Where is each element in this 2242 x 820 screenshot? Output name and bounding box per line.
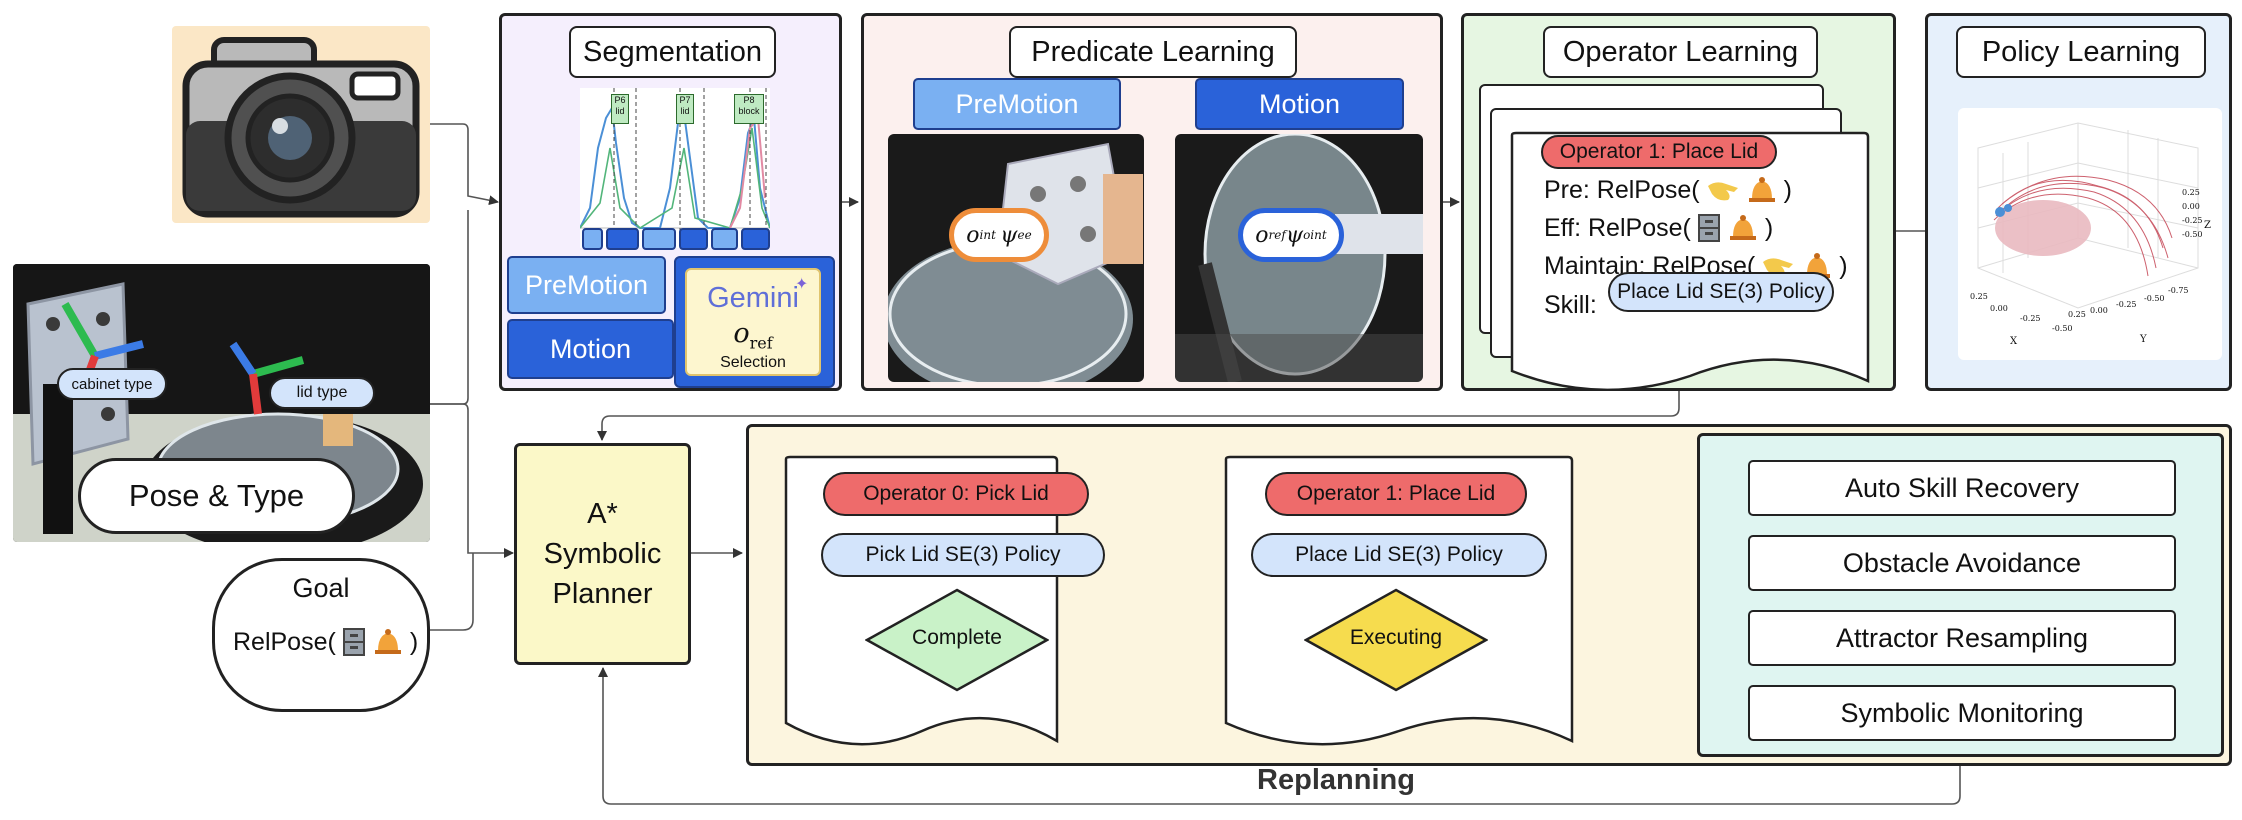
policy-axis-x: X [2010, 336, 2018, 347]
hand-icon [1763, 258, 1794, 277]
pose-type-box: Pose & Type [78, 458, 355, 534]
oref-sub: ref [749, 333, 773, 353]
sparkle-icon: ✦ [795, 276, 809, 293]
camera-icon [182, 37, 420, 218]
policy-axis-z: Z [2204, 220, 2211, 231]
segmentation-title: Segmentation [569, 26, 776, 78]
eff-text: Eff: RelPose( [1544, 213, 1691, 242]
obstacle-avoidance: Obstacle Avoidance [1748, 535, 2176, 591]
policy-panel: Policy Learning Z X Y 0.25 0.00 -0.25 -0… [1925, 13, 2232, 391]
pred-motion-label: Motion [1195, 78, 1404, 130]
segment-block [710, 228, 738, 250]
tick-x-2: -0.25 [2020, 314, 2041, 323]
tick-z-3: -0.50 [2182, 230, 2203, 239]
tick-y-3: -0.50 [2144, 294, 2165, 303]
policy-axis-y: Y [2140, 334, 2147, 345]
operator-title: Operator Learning [1543, 26, 1818, 78]
operator-name-pill: Operator 1: Place Lid [1541, 135, 1777, 169]
replanning-label: Replanning [1257, 764, 1415, 796]
policy-z-ticks: 0.25 0.00 -0.25 -0.50 [2182, 186, 2203, 242]
camera-image [172, 26, 430, 223]
tick-z-2: -0.25 [2182, 216, 2203, 225]
goal-box: Goal RelPose( ) [212, 558, 430, 712]
segmentation-panel: Segmentation P6 lid P7 lid P8 block PreM… [499, 13, 842, 391]
op0-status-label: Complete [912, 626, 1002, 649]
tick-y-1: 0.00 [2090, 306, 2108, 315]
lid-type-label: lid type [269, 377, 375, 409]
planner-line2: Symbolic [543, 538, 662, 570]
goal-relpose-text: RelPose( [233, 627, 336, 656]
maintain-close: ) [1839, 251, 1848, 280]
planner-line3: Planner [552, 578, 653, 610]
gemini-inner: Gemini ✦ oref Selection [685, 268, 821, 376]
gemini-box: Gemini ✦ oref Selection [674, 256, 835, 388]
bell-icon [1748, 177, 1775, 202]
segment-block [678, 228, 708, 250]
symbolic-monitoring: Symbolic Monitoring [1748, 685, 2176, 741]
operator-doc [1510, 131, 1870, 391]
bell-icon [374, 629, 401, 654]
cabinet-icon [1697, 214, 1720, 242]
symbolic-planner-box: A* Symbolic Planner [514, 443, 691, 665]
tick-x-0: 0.25 [1970, 292, 1988, 301]
execution-panel: Operator 0: Pick Lid Pick Lid SE(3) Poli… [746, 424, 2232, 766]
bell-icon [1729, 215, 1756, 240]
pre-close: ) [1783, 175, 1792, 204]
segment-block [740, 228, 770, 250]
tick-x-1: 0.00 [1990, 304, 2008, 313]
skill-text: Skill: [1544, 290, 1597, 319]
trajectory-plot [1958, 108, 2222, 360]
seg-tag-p7: P7 lid [676, 94, 694, 124]
tick-z-0: 0.25 [2182, 188, 2200, 197]
op0-name-pill: Operator 0: Pick Lid [823, 472, 1089, 516]
cabinet-icon [342, 628, 365, 656]
predicate-title: Predicate Learning [1009, 26, 1297, 78]
operator-skill-row: Skill: [1544, 286, 1597, 324]
oref-label: oref [687, 318, 819, 352]
gemini-logo: Gemini [707, 282, 799, 314]
operator-pre-row: Pre: RelPose( ) [1544, 171, 1792, 209]
hand-icon [1707, 182, 1738, 201]
tick-y-2: -0.25 [2116, 300, 2137, 309]
attractor-resampling: Attractor Resampling [1748, 610, 2176, 666]
pre-text: Pre: RelPose( [1544, 175, 1700, 204]
operator-panel: Operator Learning Operator 1: Place Lid … [1461, 13, 1896, 391]
segment-block [582, 228, 603, 250]
goal-close: ) [409, 627, 419, 656]
operator-eff-row: Eff: RelPose( ) [1544, 209, 1773, 247]
op0-policy-pill: Pick Lid SE(3) Policy [821, 533, 1105, 577]
op1-policy-pill: Place Lid SE(3) Policy [1251, 533, 1547, 577]
planner-line1: A* [587, 498, 618, 530]
cabinet-type-label: cabinet type [57, 368, 167, 400]
goal-title: Goal [292, 573, 350, 603]
selection-label: Selection [720, 354, 786, 371]
tick-x-3: -0.50 [2052, 324, 2073, 333]
eff-close: ) [1764, 213, 1774, 242]
seg-motion-label: Motion [507, 319, 674, 379]
skill-policy-pill: Place Lid SE(3) Policy [1608, 272, 1834, 312]
pred-premotion-label: PreMotion [913, 78, 1121, 130]
tick-y-4: -0.75 [2168, 286, 2189, 295]
auto-skill-recovery: Auto Skill Recovery [1748, 460, 2176, 516]
seg-tag-p8: P8 block [734, 94, 764, 124]
seg-tag-p6: P6 lid [611, 94, 629, 124]
segment-strip [582, 228, 770, 250]
segment-block [642, 228, 676, 250]
op1-status-label: Executing [1349, 626, 1443, 649]
seg-premotion-label: PreMotion [507, 256, 666, 314]
segment-block [605, 228, 640, 250]
op1-name-pill: Operator 1: Place Lid [1265, 472, 1527, 516]
goal-relpose: RelPose( ) [233, 627, 418, 657]
pose-type-label: Pose & Type [128, 478, 305, 513]
op1-status-diamond [1304, 588, 1488, 692]
oref-o: o [733, 318, 750, 349]
op0-status-diamond [865, 588, 1049, 692]
tick-y-0: 0.25 [2068, 310, 2086, 319]
monitor-panel: Auto Skill Recovery Obstacle Avoidance A… [1697, 433, 2224, 757]
policy-title: Policy Learning [1956, 26, 2206, 78]
tick-z-1: 0.00 [2182, 202, 2200, 211]
